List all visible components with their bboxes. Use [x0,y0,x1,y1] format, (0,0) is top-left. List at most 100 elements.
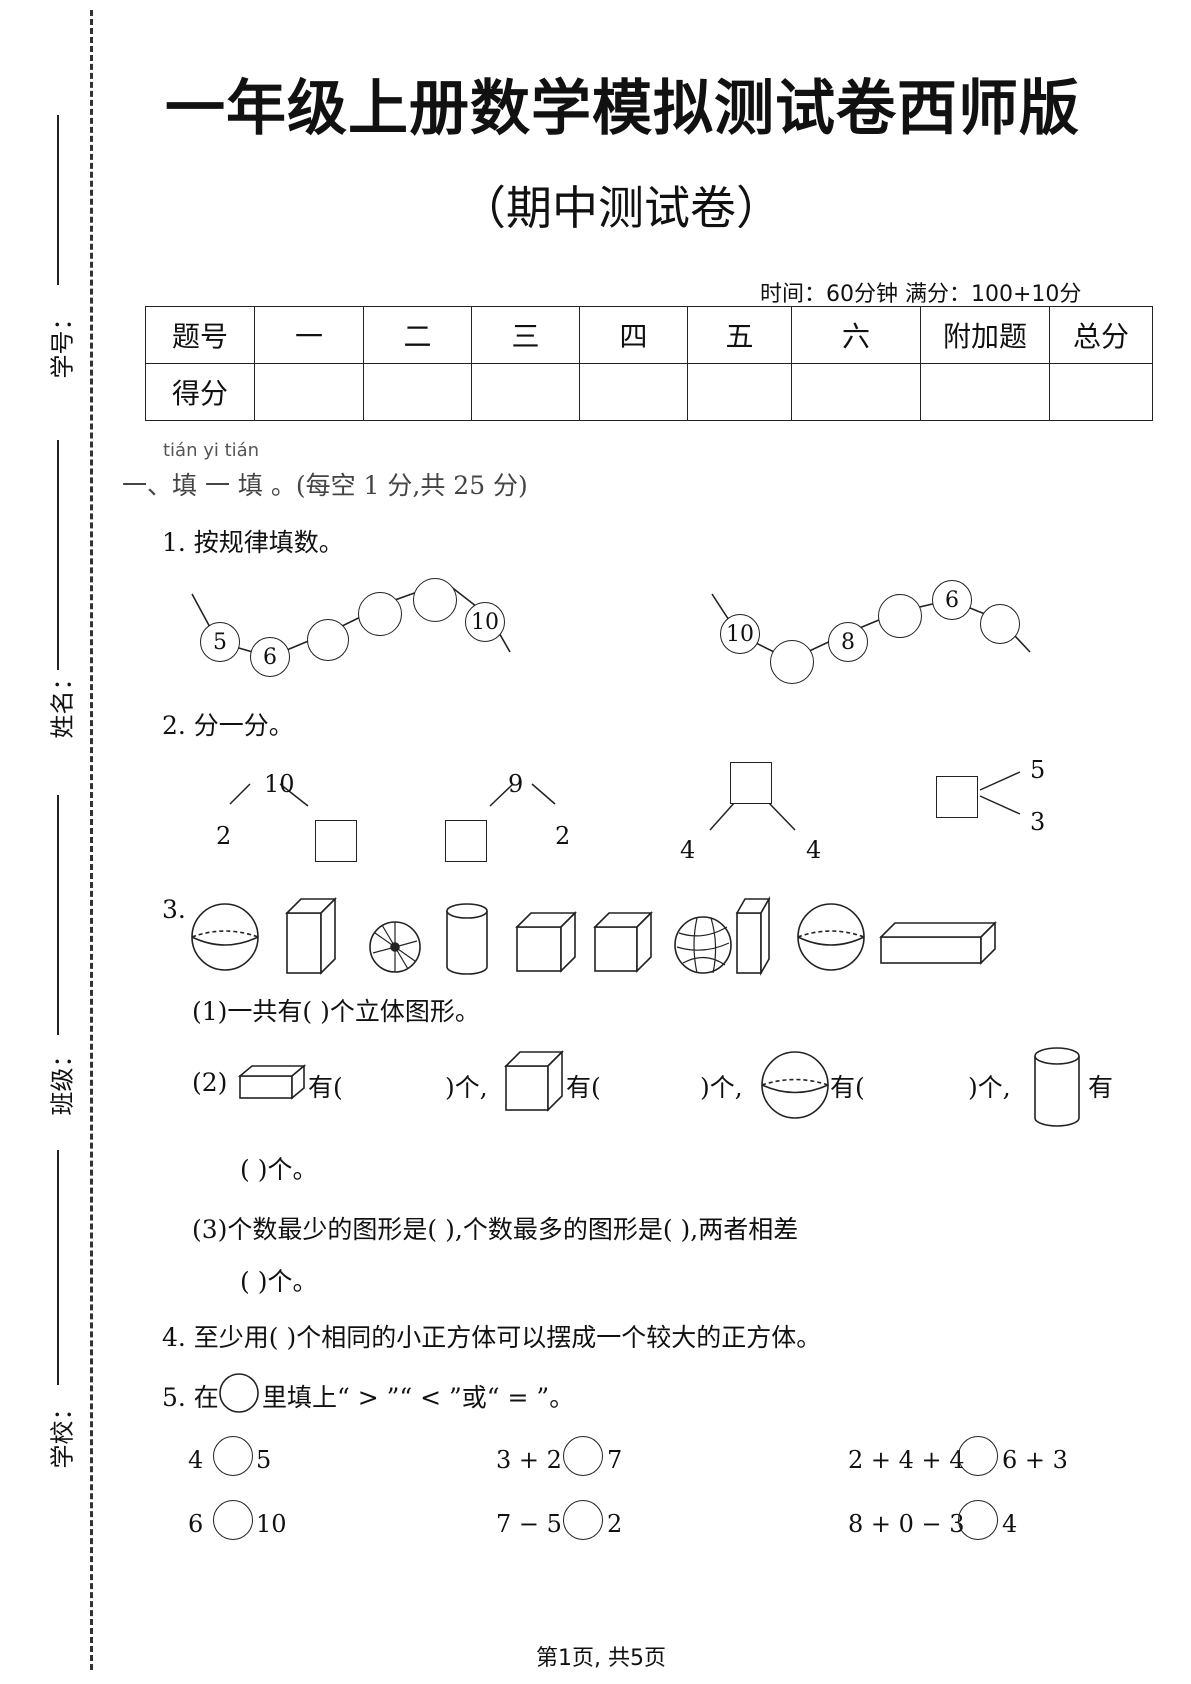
tree3-right: 4 [806,836,822,864]
compare-blank[interactable] [213,1500,253,1540]
compare-circle-icon [219,1373,259,1413]
tree1-left: 2 [216,822,232,850]
q4-text: 4. 至少用( )个相同的小正方体可以摆成一个较大的正方体。 [162,1323,822,1352]
column-header: 附加题 [920,306,1050,364]
cmp-right: 5 [256,1446,272,1474]
score-cell[interactable] [687,363,792,421]
score-value-row: 得分 [145,363,1153,421]
cuboid-icon [238,1064,307,1100]
cuboid-icon [735,895,771,977]
chain-right-bead: 6 [932,580,972,620]
column-header: 总分 [1049,306,1153,364]
ball-icon [369,921,421,973]
column-header: 六 [791,306,921,364]
tree2-right: 2 [555,822,571,850]
section-heading: 一、填 一 填 。(每空 1 分,共 25 分) [122,471,528,500]
q3-sub2-you-2: 有( [566,1073,601,1102]
cmp-left: 3 + 2 [496,1446,562,1474]
q3-sub1: (1)一共有( )个立体图形。 [192,997,480,1026]
cmp-right: 7 [607,1446,623,1474]
q3-sub3: (3)个数最少的图形是( ),个数最多的图形是( ),两者相差 [192,1215,799,1244]
q3-sub2-last: 有 [1088,1073,1114,1102]
compare-blank[interactable] [213,1436,253,1476]
page-subtitle: （期中测试卷） [460,181,782,235]
tree3-answer-box[interactable] [730,762,772,804]
chain-right-bead: 8 [828,622,868,662]
cylinder-icon [1034,1047,1080,1127]
q3-sub2-ge-2: )个, [700,1073,743,1102]
cmp-left: 4 [188,1446,204,1474]
chain-left-bead[interactable] [307,619,349,661]
sphere-icon [797,903,865,971]
name-label: 姓名： [48,666,77,739]
tree2-top: 9 [508,770,524,798]
cube-icon [593,911,653,973]
score-cell[interactable] [471,363,580,421]
q3-sub2-prefix: (2) [192,1068,228,1097]
cmp-right: 2 [607,1510,623,1538]
tree2-answer-box[interactable] [445,820,487,862]
score-cell[interactable] [791,363,921,421]
time-info: 时间：60分钟 满分：100+10分 [760,282,1082,307]
tree1-top: 10 [264,770,295,798]
tree4-lower: 3 [1030,808,1046,836]
chain-left-bead[interactable] [413,578,457,622]
school-line [57,1150,59,1385]
chain-right-bead[interactable] [878,594,922,638]
header-label-cell: 题号 [145,306,255,364]
column-header: 三 [471,306,580,364]
column-header: 二 [363,306,472,364]
score-cell[interactable] [920,363,1050,421]
q3-sub2-ge-3: )个, [968,1073,1011,1102]
cmp-left: 2 + 4 + 4 [848,1446,965,1474]
name-line [57,440,59,670]
cylinder-icon [446,903,488,975]
page-footer: 第1页, 共5页 [536,1646,666,1671]
q3-sub2-you-1: 有( [308,1073,343,1102]
score-cell[interactable] [579,363,688,421]
score-header-row: 题号 一 二 三 四 五 六 附加题 总分 [145,306,1153,364]
tree4-answer-box[interactable] [936,776,978,818]
cube-icon [504,1050,564,1112]
compare-blank[interactable] [563,1500,603,1540]
q3-sub2-ge-1: )个, [445,1073,488,1102]
student-id-line [57,115,59,285]
score-cell[interactable] [1049,363,1153,421]
chain-left-bead: 5 [200,622,240,662]
column-header: 一 [254,306,364,364]
sphere-icon [761,1051,829,1119]
row-label-cell: 得分 [145,363,255,421]
cmp-right: 4 [1002,1510,1018,1538]
chain-left-bead: 6 [250,637,290,677]
cmp-left: 8 + 0 − 3 [848,1510,965,1538]
tree4-upper: 5 [1030,756,1046,784]
chain-right-bead[interactable] [980,604,1020,644]
score-cell[interactable] [254,363,364,421]
cube-icon [515,911,577,973]
score-cell[interactable] [363,363,472,421]
column-header: 四 [579,306,688,364]
q2-label: 2. 分一分。 [162,711,294,740]
student-id-label: 学号： [48,306,77,379]
score-table: 题号 一 二 三 四 五 六 附加题 总分 得分 [145,306,1153,421]
compare-blank[interactable] [958,1436,998,1476]
cmp-right: 6 + 3 [1002,1446,1068,1474]
tree1-answer-box[interactable] [315,820,357,862]
q3-sub2-cont: ( )个。 [240,1155,318,1184]
school-label: 学校： [48,1396,77,1469]
chain-left-bead: 10 [465,602,505,642]
cmp-left: 7 − 5 [496,1510,562,1538]
chain-right-bead[interactable] [770,640,814,684]
chain-left-bead[interactable] [358,592,402,636]
class-label: 班级： [48,1043,77,1116]
cuboid-icon [285,897,337,975]
column-header: 五 [687,306,792,364]
sphere-icon [191,903,259,971]
compare-blank[interactable] [563,1436,603,1476]
q3-number: 3. [162,895,186,924]
q3-sub3-cont: ( )个。 [240,1267,318,1296]
page-title: 一年级上册数学模拟测试卷西师版 [165,74,1080,144]
cuboid-icon [879,921,997,965]
ball-icon [674,916,732,974]
compare-blank[interactable] [958,1500,998,1540]
